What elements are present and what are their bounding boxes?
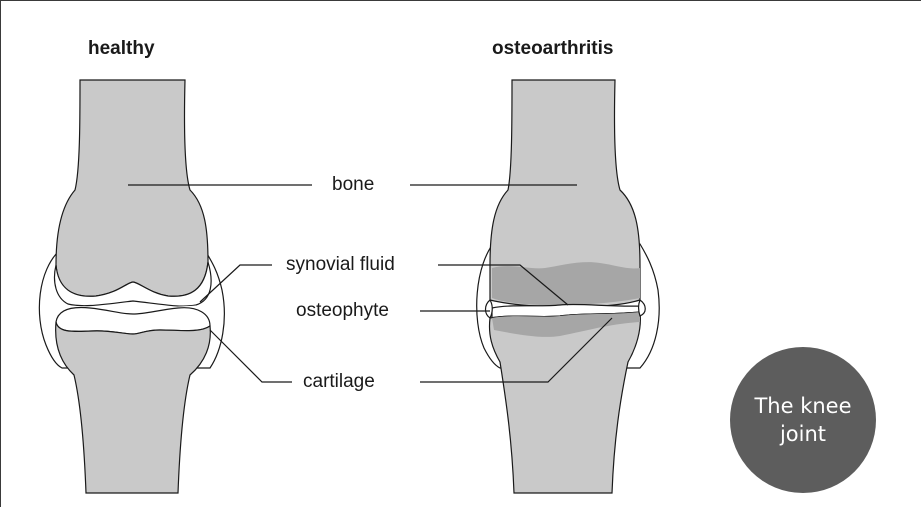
label-osteophyte: osteophyte: [296, 300, 389, 322]
label-cartilage: cartilage: [303, 371, 375, 393]
title-badge-line1: The knee: [754, 392, 851, 420]
oa-femoral-cartilage: [492, 262, 640, 305]
oa-tibia: [489, 312, 640, 493]
heading-healthy: healthy: [88, 38, 155, 60]
healthy-knee: [39, 80, 224, 493]
osteoarthritis-knee: [477, 80, 659, 493]
title-badge-line2: joint: [780, 420, 826, 448]
heading-osteoarthritis: osteoarthritis: [492, 38, 613, 60]
title-badge: The knee joint: [730, 347, 876, 493]
healthy-femur: [56, 80, 208, 296]
label-synovial-fluid: synovial fluid: [286, 254, 395, 276]
healthy-tibia: [56, 322, 211, 493]
label-bone: bone: [332, 174, 374, 196]
